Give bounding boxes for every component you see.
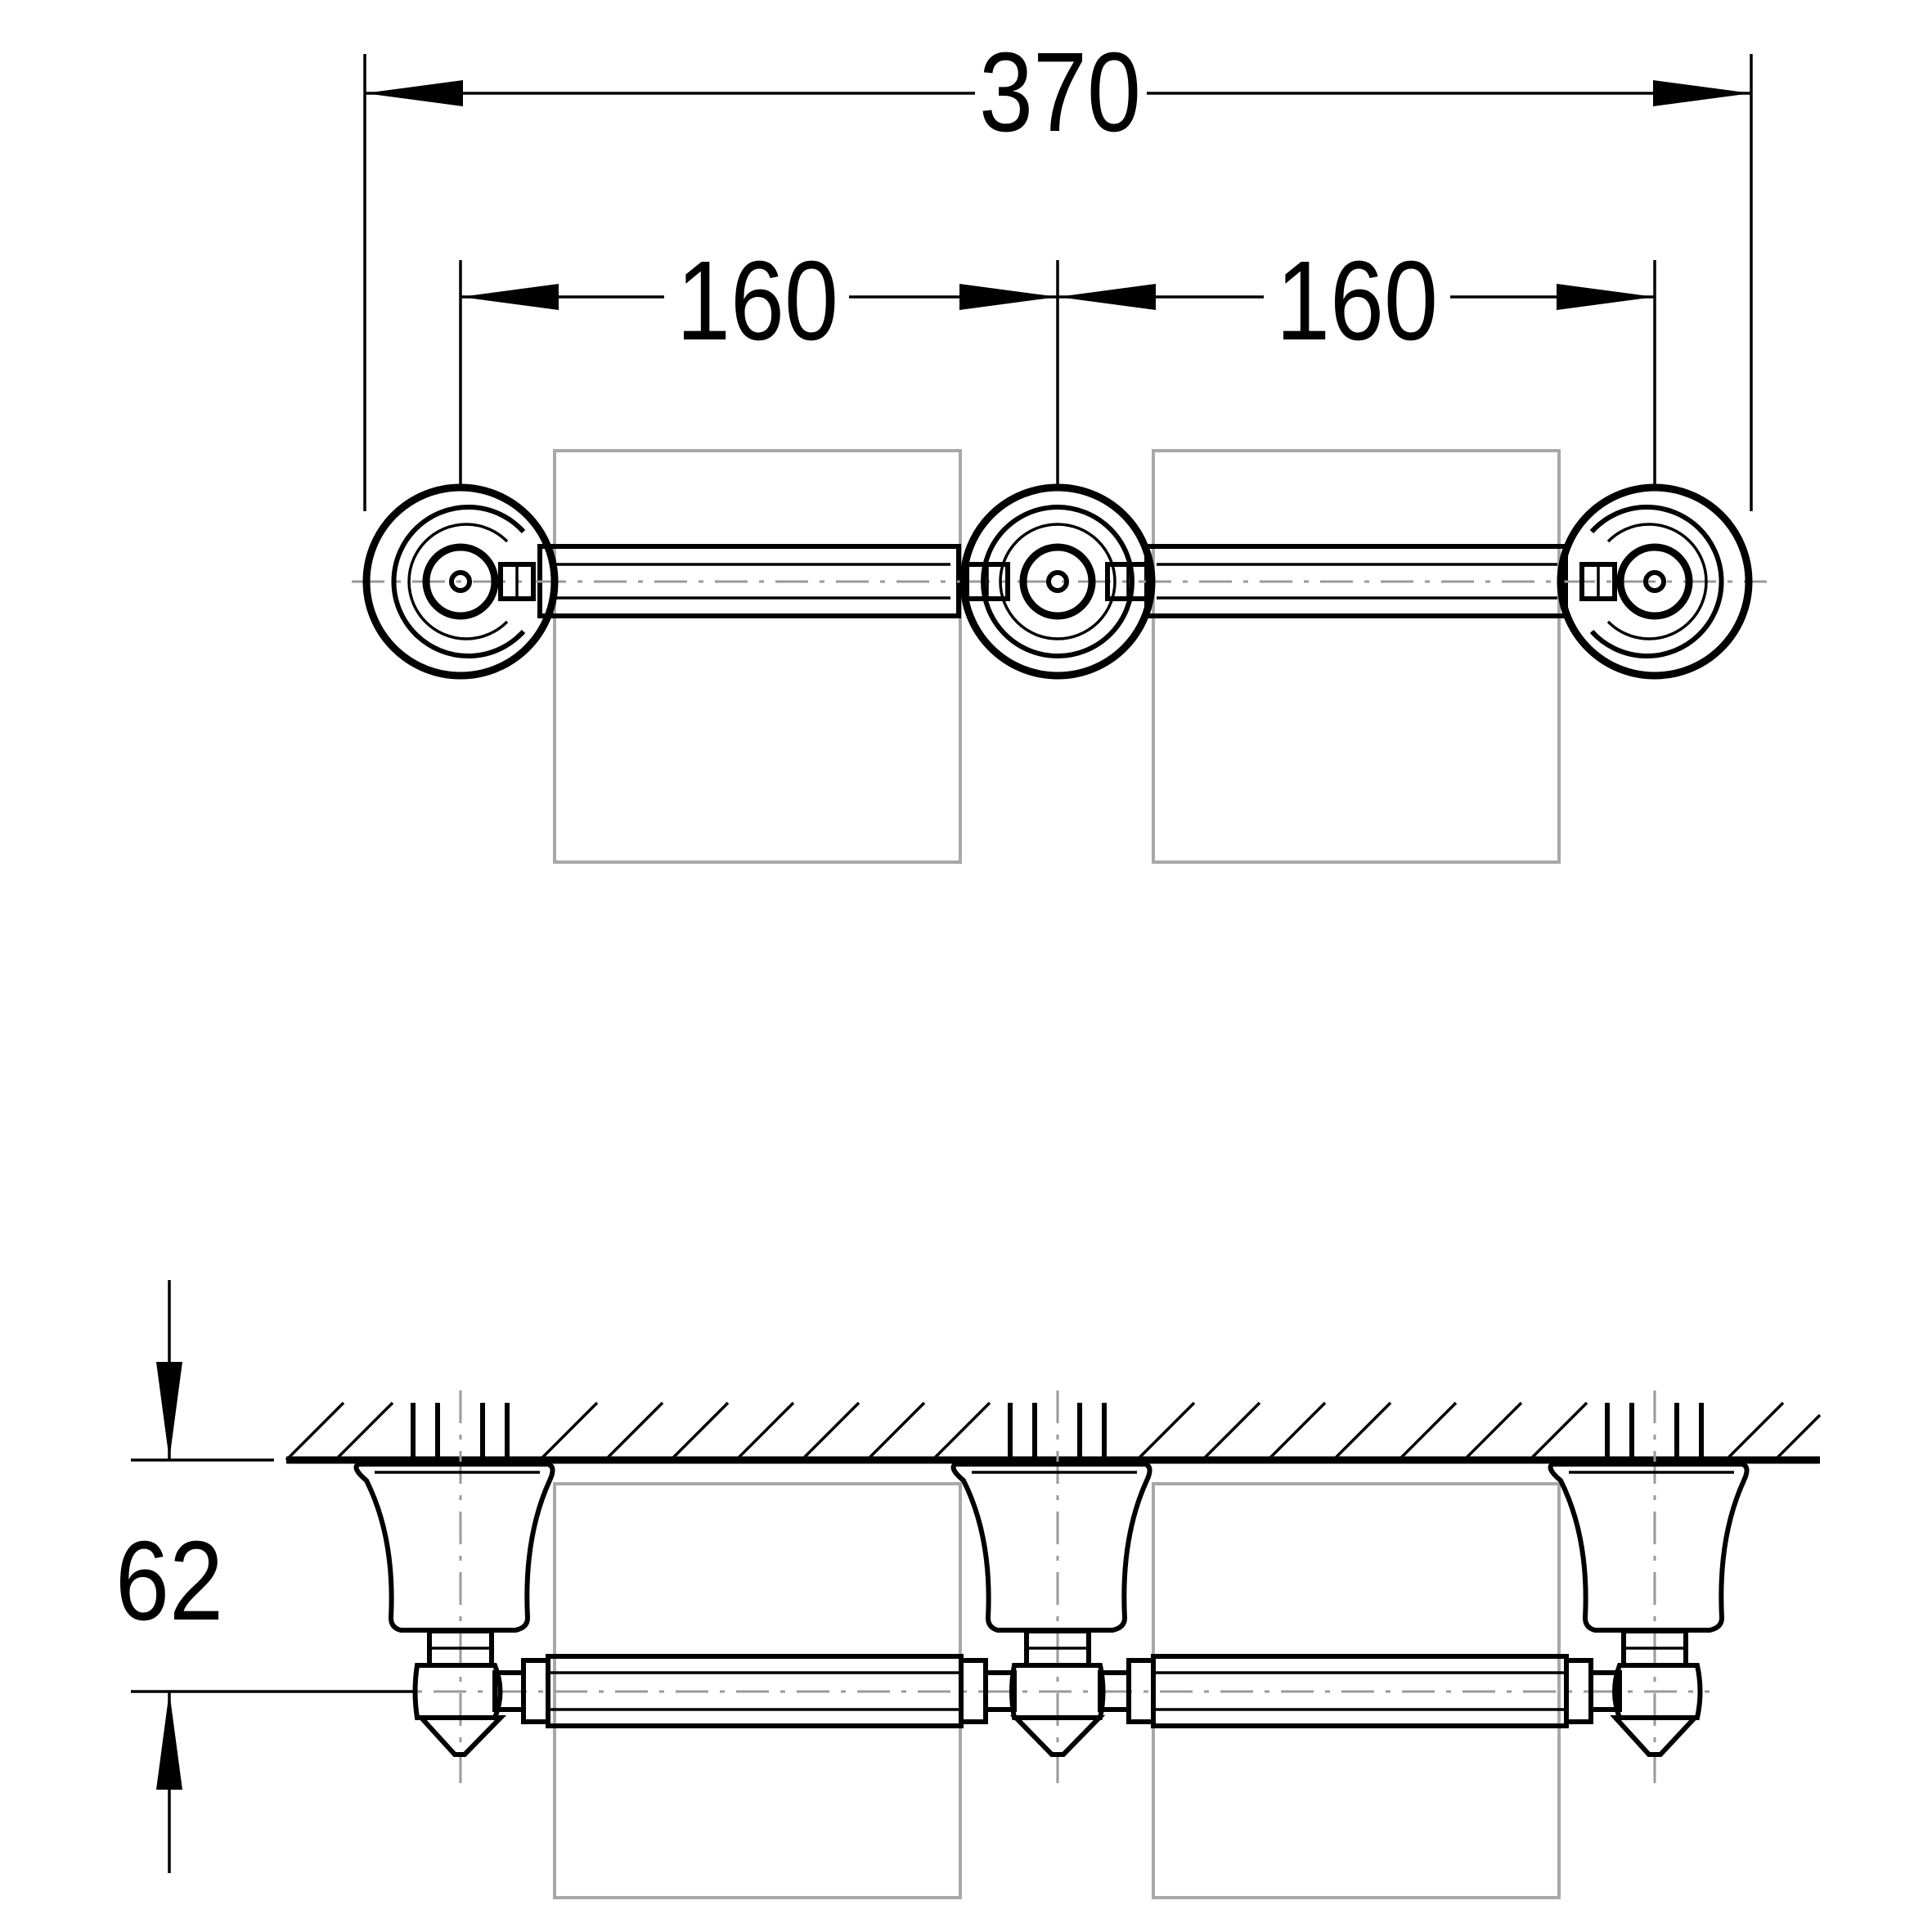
mount-right-side: [1548, 1462, 1750, 1757]
dimension-depth: 62: [115, 1280, 413, 1873]
screws-left: [411, 1403, 510, 1460]
dimension-spacing-left: 160: [461, 238, 1058, 364]
paper-roll-outline-right-top: [1152, 449, 1561, 864]
wall-surface: [285, 1401, 1822, 1464]
paper-roll-outline-left-top: [553, 449, 962, 864]
dimension-label-370: 370: [979, 29, 1141, 155]
screws-middle: [1008, 1403, 1107, 1460]
mount-left-side: [353, 1462, 555, 1757]
mount-middle-top: [959, 483, 1156, 680]
rod-right-side: [1151, 1654, 1622, 1728]
mount-right-top: [1557, 483, 1753, 680]
dimension-label-62: 62: [115, 1518, 223, 1644]
screws-right: [1605, 1403, 1704, 1460]
side-view: 62: [115, 1280, 1822, 1899]
top-view: 370 160 160: [352, 29, 1767, 864]
dimension-spacing-right: 160: [1058, 238, 1655, 364]
dimension-overall-width: 370: [365, 29, 1751, 155]
dimension-label-160-right: 160: [1276, 238, 1438, 364]
dimension-label-160-left: 160: [676, 238, 838, 364]
mount-left-top: [362, 483, 559, 680]
